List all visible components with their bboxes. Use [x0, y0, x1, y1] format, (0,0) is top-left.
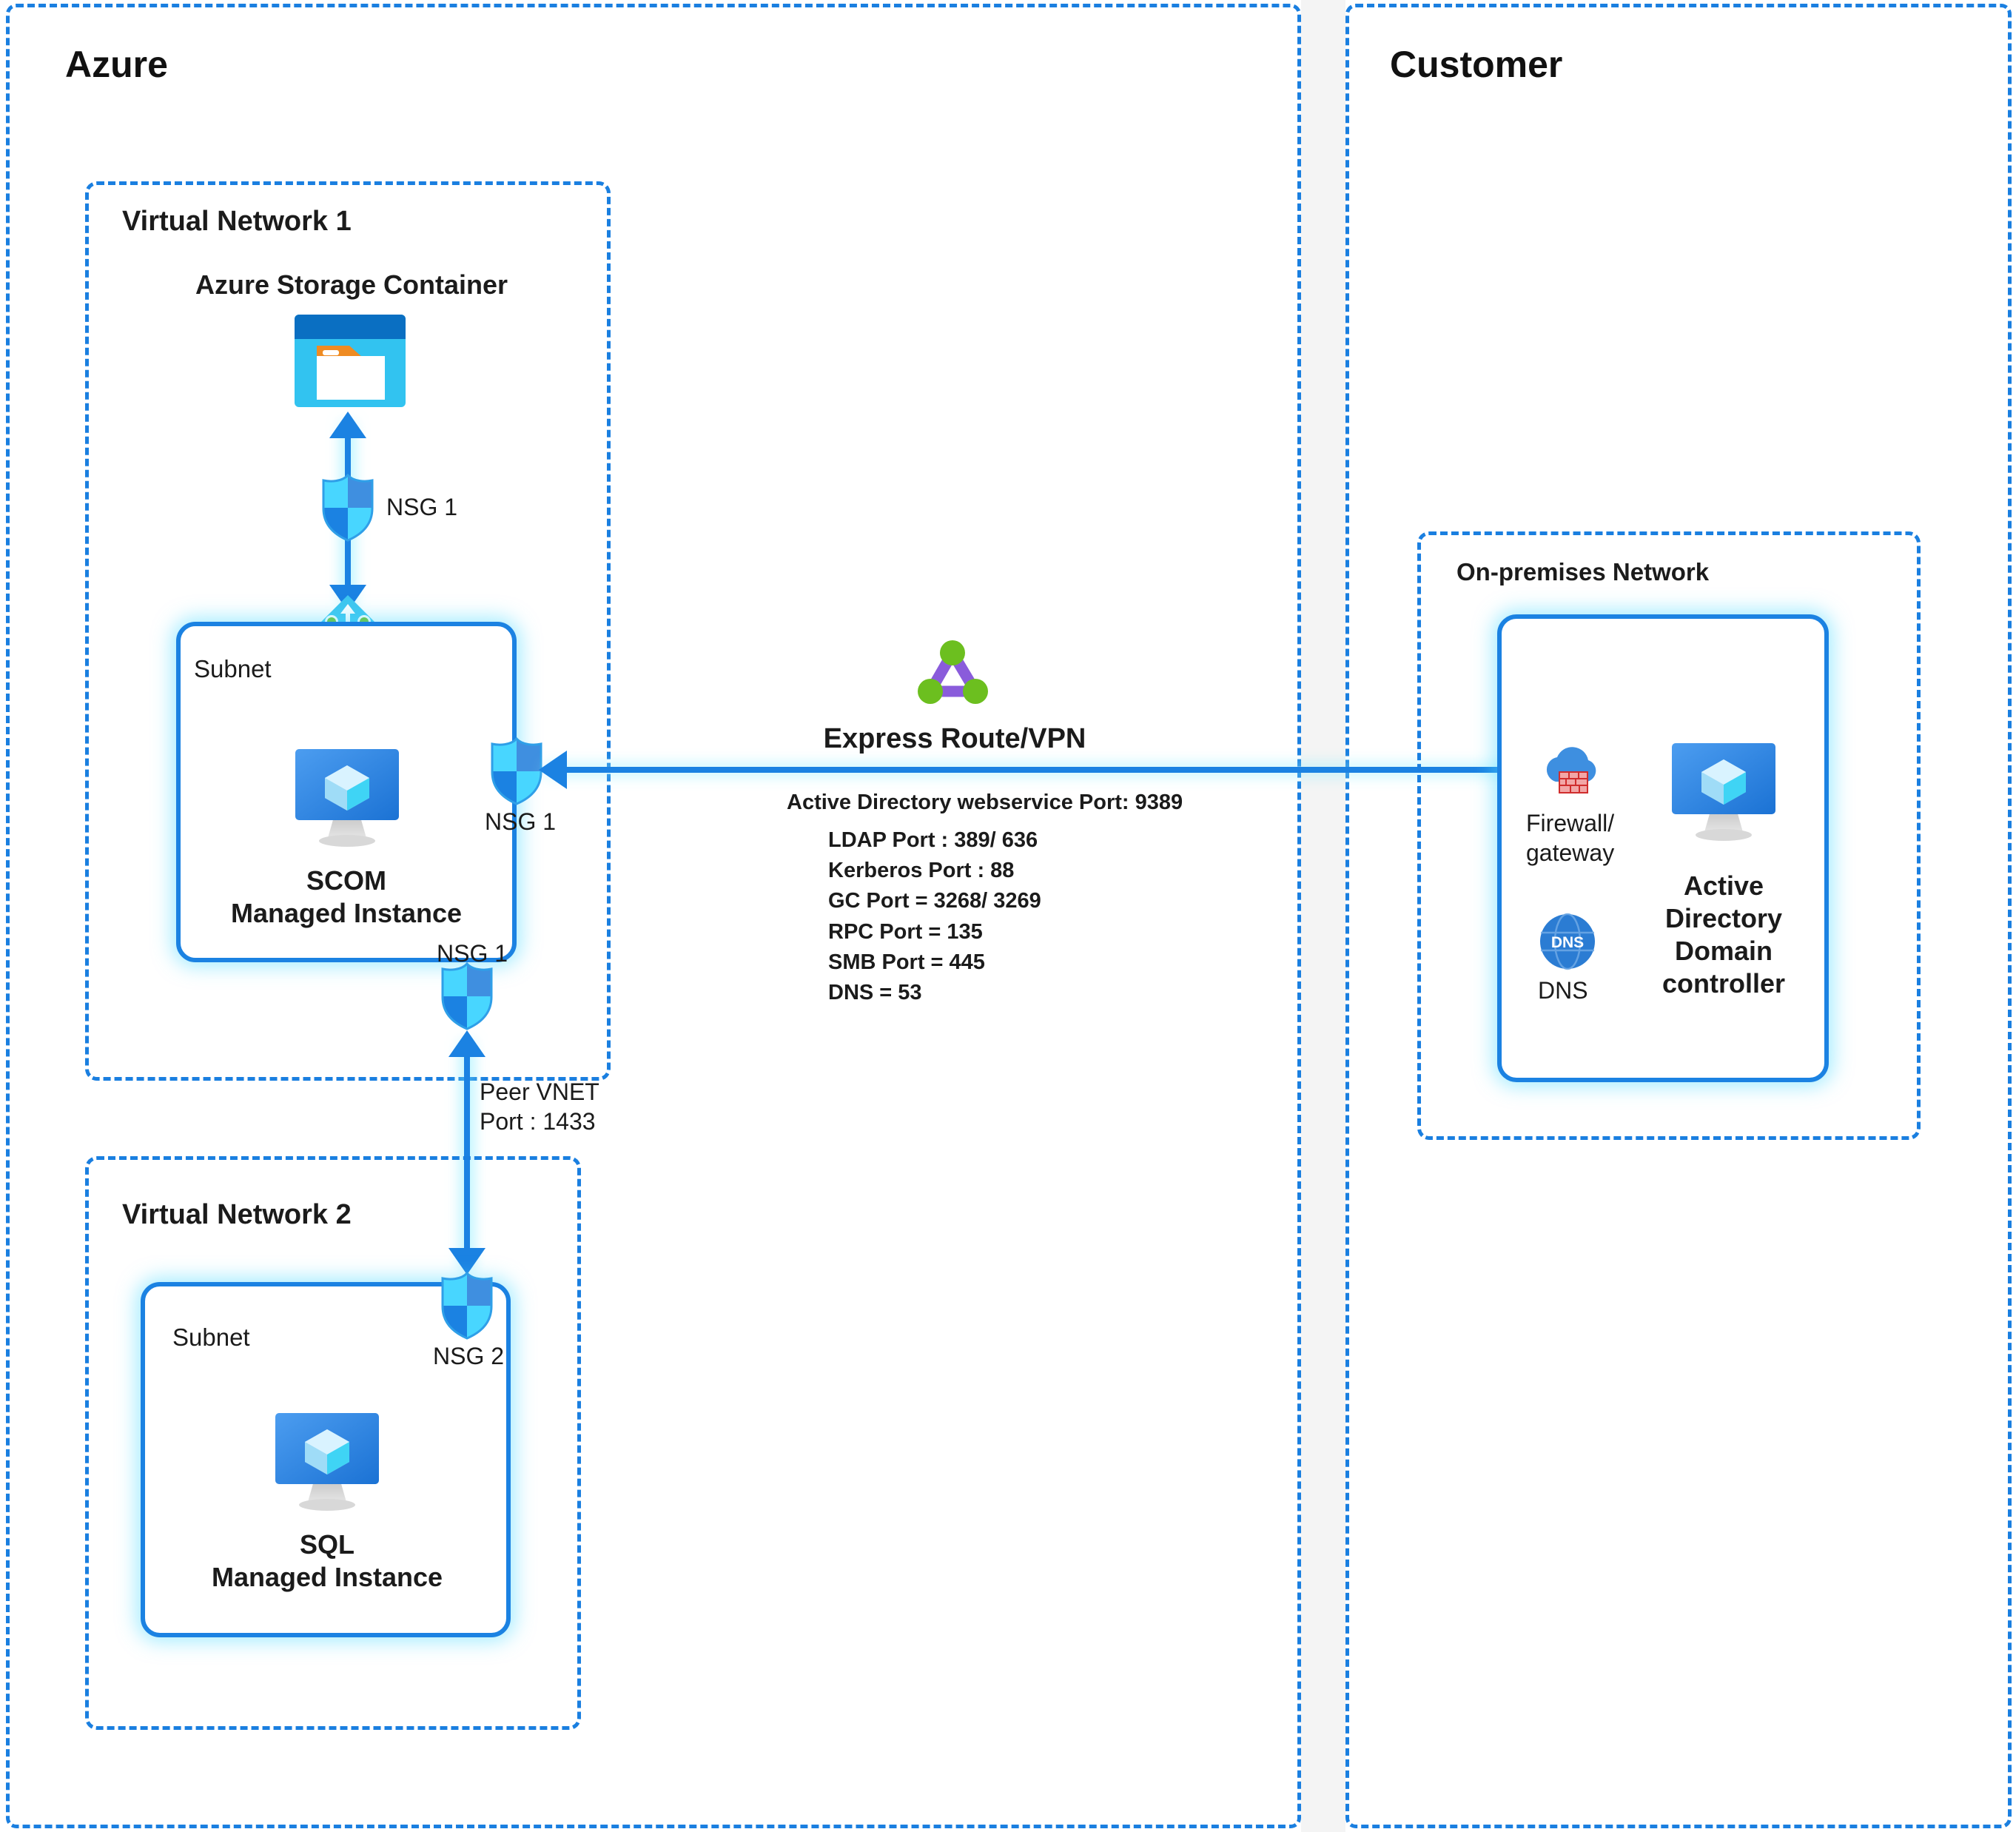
connector-express-route	[548, 767, 1684, 773]
firewall-gateway-label: Firewall/ gateway	[1526, 810, 1615, 866]
nsg1-subnet-bottom-label: NSG 1	[437, 940, 508, 967]
nsg1-subnet-right-label: NSG 1	[485, 808, 557, 835]
vnet2-subnet-label: Subnet	[172, 1323, 250, 1351]
ad-webservice-port-heading: Active Directory webservice Port: 9389	[787, 791, 1183, 814]
vnet1-subnet-label: Subnet	[194, 655, 272, 682]
azure-storage-container-icon	[295, 315, 406, 407]
dns-globe-icon: DNS	[1538, 912, 1597, 971]
virtual-network-2-boundary	[85, 1156, 581, 1730]
svg-text:DNS: DNS	[1551, 934, 1584, 951]
arrow-peering-up	[448, 1030, 485, 1057]
managed-instance-icon	[1669, 740, 1778, 842]
scom-managed-instance-label: SCOM Managed Instance	[230, 865, 463, 928]
peer-vnet-label: Peer VNET Port : 1433	[480, 1078, 599, 1135]
virtual-network-2-title: Virtual Network 2	[122, 1199, 352, 1230]
port-item: DNS = 53	[828, 980, 922, 1004]
nsg-shield-icon	[320, 473, 376, 542]
nsg1-storage-label: NSG 1	[386, 494, 458, 520]
nsg2-label: NSG 2	[433, 1343, 505, 1369]
zone-azure-title: Azure	[65, 44, 168, 85]
arrow-to-storage	[329, 412, 366, 438]
on-premises-network-title: On-premises Network	[1456, 558, 1710, 585]
on-premises-network-boundary	[1417, 531, 1921, 1140]
port-item: RPC Port = 135	[828, 919, 983, 944]
nsg-shield-icon	[439, 962, 495, 1030]
nsg-shield-icon	[488, 737, 545, 805]
azure-storage-container-label: Azure Storage Container	[195, 269, 508, 300]
managed-instance-icon	[272, 1410, 382, 1512]
express-route-icon	[914, 637, 992, 711]
arrow-peering-down	[448, 1248, 485, 1275]
domain-controller-label: Active Directory Domain controller	[1661, 870, 1786, 999]
port-item: GC Port = 3268/ 3269	[828, 889, 1041, 913]
express-route-title: Express Route/VPN	[823, 723, 1086, 754]
port-item: LDAP Port : 389/ 636	[828, 828, 1038, 852]
arrow-to-azure-nsg	[539, 751, 567, 789]
port-list: Active Directory webservice Port: 9389 L…	[787, 791, 1246, 1008]
virtual-network-1-title: Virtual Network 1	[122, 206, 352, 237]
on-premises-inner-box	[1497, 614, 1829, 1082]
managed-instance-icon	[292, 746, 402, 848]
port-item: Kerberos Port : 88	[828, 859, 1015, 883]
nsg-shield-icon	[439, 1271, 495, 1340]
panel-gutter	[1301, 0, 1345, 1832]
zone-customer-title: Customer	[1390, 44, 1563, 85]
port-item: SMB Port = 445	[828, 950, 985, 974]
sql-managed-instance-label: SQL Managed Instance	[211, 1529, 443, 1592]
dns-label: DNS	[1538, 977, 1588, 1004]
virtual-network-1-boundary	[85, 181, 611, 1081]
firewall-gateway-icon	[1539, 740, 1606, 801]
